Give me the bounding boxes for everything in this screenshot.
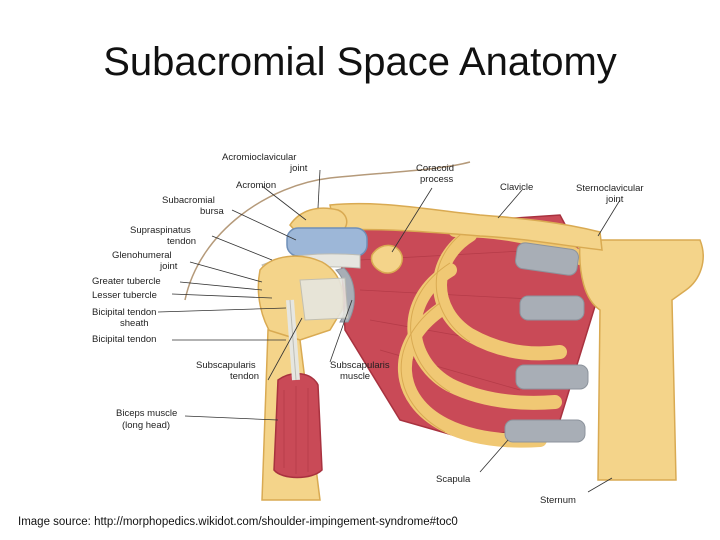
label-acromion: Acromion (236, 180, 276, 191)
label-subacromial-bursa: Subacromial (162, 195, 215, 206)
rib-edges (400, 227, 471, 433)
label-coracoid-process: Coracoid (416, 163, 454, 174)
costal-cartilages (504, 242, 589, 443)
label-lesser-tubercle: Lesser tubercle (92, 290, 157, 301)
label-clavicle: Clavicle (500, 182, 533, 193)
label-subscapularis-muscle: Subscapularis (330, 360, 390, 371)
svg-text:process: process (420, 174, 454, 185)
label-bicipital-tendon: Bicipital tendon (92, 334, 156, 345)
svg-text:joint: joint (605, 194, 624, 205)
slide-title: Subacromial Space Anatomy (103, 40, 617, 84)
clavicle-bone (329, 202, 603, 251)
biceps-muscle (273, 373, 323, 479)
label-sternum: Sternum (540, 495, 576, 506)
label-greater-tubercle: Greater tubercle (92, 276, 161, 287)
svg-text:sheath: sheath (120, 318, 149, 329)
svg-text:tendon: tendon (230, 371, 259, 382)
label-scapula: Scapula (436, 474, 471, 485)
label-sternoclavicular-joint: Sternoclavicular (576, 183, 644, 194)
svg-text:bursa: bursa (200, 206, 224, 217)
subscapularis-tendon (299, 277, 349, 321)
coracoid-process (370, 244, 403, 274)
label-acromioclavicular-joint: Acromioclavicular (222, 152, 296, 163)
svg-text:tendon: tendon (167, 236, 196, 247)
label-biceps-muscle: Biceps muscle (116, 408, 177, 419)
subacromial-bursa (286, 227, 368, 257)
svg-text:(long head): (long head) (122, 420, 170, 431)
sternum-bone (578, 239, 704, 481)
label-glenohumeral-joint: Glenohumeral (112, 250, 172, 261)
svg-text:muscle: muscle (340, 371, 370, 382)
label-supraspinatus-tendon: Supraspinatus (130, 225, 191, 236)
shoulder-anatomy-diagram: Acromioclavicular joint Acromion Coracoi… (80, 140, 720, 520)
leader-lines (157, 169, 621, 493)
label-subscapularis-tendon: Subscapularis (196, 360, 256, 371)
svg-text:joint: joint (159, 261, 178, 272)
shoulder-skin-outline (184, 161, 471, 301)
svg-text:joint: joint (289, 163, 308, 174)
label-bicipital-tendon-sheath: Bicipital tendon (92, 307, 156, 318)
image-source-caption: Image source: http://morphopedics.wikido… (18, 516, 458, 528)
